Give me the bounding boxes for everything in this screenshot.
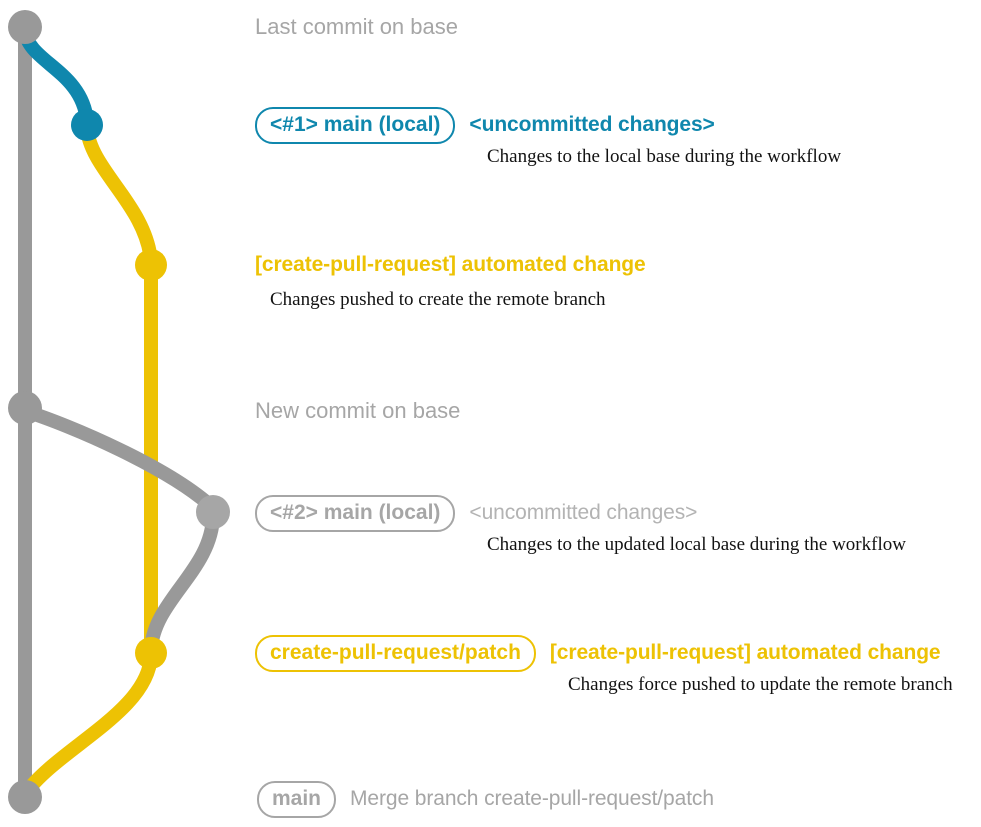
node-base-merge[interactable]: [8, 780, 42, 814]
commit-row-patch-1: [create-pull-request] automated change: [255, 253, 646, 277]
commit-message-patch-2: [create-pull-request] automated change: [549, 641, 941, 665]
branch-pill-local-2[interactable]: <#2> main (local): [255, 495, 456, 532]
commit-row-local-1: <#1> main (local) <uncommitted changes>: [255, 107, 715, 144]
node-patch-1[interactable]: [135, 249, 167, 281]
branch-pill-main[interactable]: main: [257, 781, 337, 818]
commit-message-local-1: <uncommitted changes>: [469, 113, 715, 137]
headline-new-commit-on-base: New commit on base: [255, 398, 461, 423]
node-base-new[interactable]: [8, 391, 42, 425]
commit-note-local-2: Changes to the updated local base during…: [487, 534, 906, 555]
local-branch-blue-line: [18, 23, 94, 128]
patch-branch-yellow-upper-line: [80, 121, 158, 268]
branch-pill-local-1[interactable]: <#1> main (local): [255, 107, 456, 144]
commit-note-patch-2: Changes force pushed to update the remot…: [568, 674, 953, 695]
commit-message-local-2: <uncommitted changes>: [469, 501, 698, 525]
commit-note-local-1: Changes to the local base during the wor…: [487, 146, 842, 167]
node-patch-2[interactable]: [135, 637, 167, 669]
node-local-1[interactable]: [71, 109, 103, 141]
commit-row-patch-2: create-pull-request/patch [create-pull-r…: [255, 635, 941, 672]
local2-to-patch2-gray-line: [144, 509, 220, 656]
patch2-to-merge-yellow-line: [18, 649, 158, 801]
commit-note-patch-1: Changes pushed to create the remote bran…: [270, 289, 606, 310]
branch-pill-patch-2[interactable]: create-pull-request/patch: [255, 635, 536, 672]
node-base-last[interactable]: [8, 10, 42, 44]
commit-message-patch-1: [create-pull-request] automated change: [255, 253, 646, 276]
base-to-local2-gray-line: [18, 404, 220, 515]
node-local-2[interactable]: [196, 495, 230, 529]
commit-row-merge: main Merge branch create-pull-request/pa…: [257, 781, 714, 818]
headline-last-commit-on-base: Last commit on base: [255, 14, 458, 39]
commit-row-local-2: <#2> main (local) <uncommitted changes>: [255, 495, 697, 532]
commit-message-merge: Merge branch create-pull-request/patch: [350, 787, 714, 811]
